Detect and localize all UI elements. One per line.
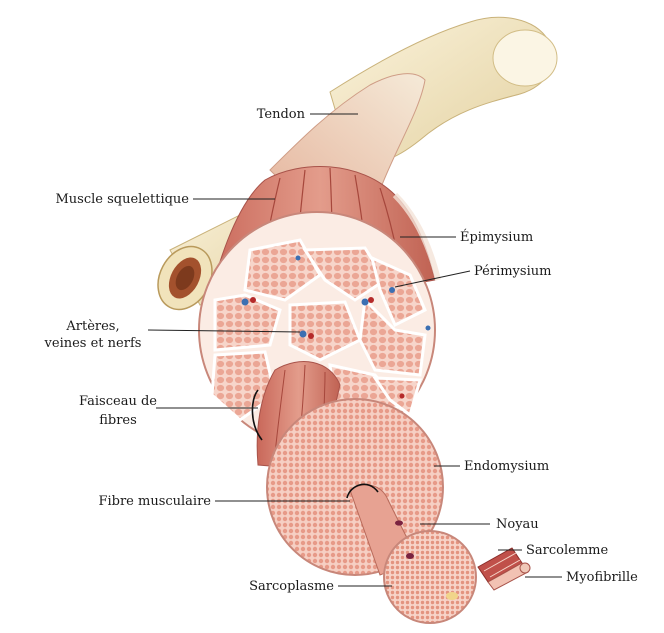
label-perimysium: Périmysium	[474, 264, 551, 279]
label-noyau: Noyau	[496, 517, 539, 532]
label-fibre-musculaire: Fibre musculaire	[98, 494, 211, 509]
label-faisceau-line1: Faisceau de	[79, 394, 157, 409]
label-faisceau-line2: fibres	[99, 413, 137, 428]
label-arteres-line2: veines et nerfs	[44, 336, 142, 351]
label-epimysium: Épimysium	[460, 229, 533, 245]
label-endomysium: Endomysium	[464, 459, 549, 474]
myofibril-strand	[478, 548, 530, 590]
label-sarcoplasme: Sarcoplasme	[249, 579, 334, 594]
label-sarcolemme: Sarcolemme	[526, 543, 608, 558]
label-arteres-line1: Artères,	[65, 319, 119, 334]
label-muscle-squelettique: Muscle squelettique	[55, 192, 189, 207]
fiber-cross-section	[384, 531, 476, 623]
label-myofibrille: Myofibrille	[566, 570, 638, 585]
label-tendon: Tendon	[257, 107, 306, 122]
